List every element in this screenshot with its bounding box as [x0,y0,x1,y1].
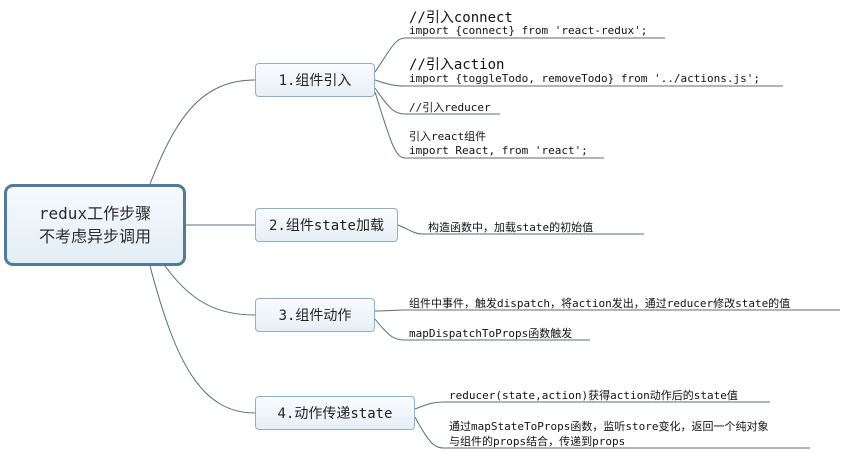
link-b2-leaf-1 [397,224,423,235]
root-node[interactable]: redux工作步骤 不考虑异步调用 [4,184,186,266]
leaf-text: //引入connect [409,10,513,26]
link-root-branch-1 [149,79,256,185]
link-b1-leaf-1 [374,37,406,73]
link-b4-leaf-2 [414,416,446,449]
branch-label: 4.动作传递state [277,406,393,422]
leaf-text: 通过mapStateToProps函数，监听store变化，返回一个纯对象 [449,420,769,433]
root-title-line-2: 不考虑异步调用 [38,227,151,246]
branch-node-2[interactable]: 2.组件state加载 [255,208,398,242]
leaf-text: import {toggleTodo, removeTodo} from '..… [409,72,760,85]
branch-label: 1.组件引入 [278,73,352,89]
leaf-text: //引入action [409,57,505,73]
link-b1-leaf-4 [374,91,406,159]
link-root-branch-3 [164,265,256,316]
branch-node-4[interactable]: 4.动作传递state [255,396,415,430]
leaf-text: 与组件的props结合，传递到props [449,435,626,448]
branch-label: 2.组件state加载 [268,218,384,234]
leaf-text: 构造函数中，加载state的初始值 [428,221,594,234]
link-b3-leaf-1 [374,309,406,312]
leaf-text: 组件中事件，触发dispatch，将action发出，通过reducer修改st… [409,297,791,310]
root-title-line-1: redux工作步骤 [38,204,152,223]
link-b1-leaf-2 [374,79,406,87]
leaf-text: 引入react组件 [409,130,487,143]
link-b4-leaf-1 [414,401,446,410]
link-root-branch-4 [149,265,256,414]
leaf-text: reducer(state,action)获得action动作后的state值 [449,389,738,402]
leaf-text: //引入reducer [409,101,491,114]
branch-node-3[interactable]: 3.组件动作 [255,298,375,332]
leaf-text: import {connect} from 'react-redux'; [409,24,648,37]
branch-node-1[interactable]: 1.组件引入 [255,63,375,97]
link-b1-leaf-3 [374,87,406,115]
leaf-text: import React, from 'react'; [409,144,588,157]
link-b3-leaf-2 [374,318,406,341]
branch-label: 3.组件动作 [278,308,352,324]
leaf-text: mapDispatchToProps函数触发 [409,327,573,340]
